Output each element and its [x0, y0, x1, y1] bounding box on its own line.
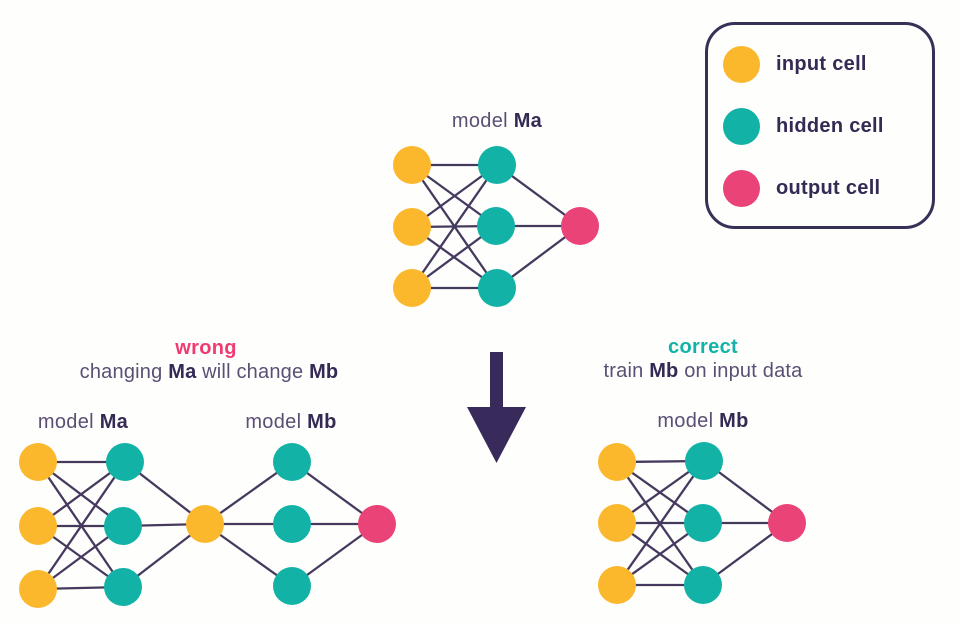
legend-label-hidden: hidden cell: [776, 115, 884, 137]
input-cell-icon: [723, 46, 760, 83]
text-run-bold: Mb: [649, 360, 679, 382]
network-node-hidden: [106, 443, 144, 481]
text-run: changing: [79, 361, 169, 383]
network-node-hidden: [273, 443, 311, 481]
text-run-bold: Mb: [719, 410, 749, 432]
legend-item-hidden: hidden cell: [723, 108, 932, 145]
correct-model-mb-label: model Mb: [657, 410, 748, 433]
legend-box: input cell hidden cell output cell: [705, 22, 935, 229]
network-node-hidden: [104, 507, 142, 545]
text-run-bold: Mb: [307, 411, 337, 433]
network-edge: [411, 164, 498, 289]
network-node-input: [598, 566, 636, 604]
network-node-input: [19, 443, 57, 481]
network-node-output: [561, 207, 599, 245]
wrong-model-ma-label: model Ma: [38, 411, 128, 434]
network-node-input: [393, 146, 431, 184]
text-run-bold: Ma: [99, 411, 129, 433]
legend-label-output: output cell: [776, 177, 881, 199]
network-wrong-chained: [19, 443, 396, 608]
network-node-output: [358, 505, 396, 543]
legend-item-output: output cell: [723, 170, 932, 207]
network-edge: [37, 461, 124, 588]
network-node-hidden: [478, 146, 516, 184]
text-run-bold: Ma: [513, 110, 543, 132]
text-run: model: [37, 411, 100, 433]
network-edge: [37, 461, 126, 590]
text-run: on input data: [678, 360, 803, 382]
down-arrow-icon: [467, 352, 526, 463]
network-node-hidden: [104, 568, 142, 606]
network-node-hidden: [273, 505, 311, 543]
network-node-hidden: [684, 566, 722, 604]
text-run: model: [657, 410, 720, 432]
network-node-input: [186, 505, 224, 543]
network-node-hidden: [478, 269, 516, 307]
text-run: will change: [196, 361, 310, 383]
network-node-hidden: [273, 567, 311, 605]
wrong-heading: wrong: [175, 337, 237, 359]
legend-label-input: input cell: [776, 53, 867, 75]
down-arrow-shape: [467, 352, 526, 463]
text-run: model: [245, 411, 308, 433]
legend-item-input: input cell: [723, 46, 932, 83]
top-model-title: model Ma: [452, 110, 542, 133]
text-run: train: [603, 360, 650, 382]
network-node-input: [393, 208, 431, 246]
network-model-ma-top: [393, 146, 599, 307]
output-cell-icon: [723, 170, 760, 207]
network-node-hidden: [685, 442, 723, 480]
network-node-input: [393, 269, 431, 307]
network-node-output: [768, 504, 806, 542]
text-run-bold: Mb: [309, 361, 339, 383]
hidden-cell-icon: [723, 108, 760, 145]
text-run-bold: Ma: [168, 361, 197, 383]
correct-heading: correct: [668, 336, 738, 358]
network-node-hidden: [477, 207, 515, 245]
network-node-input: [19, 570, 57, 608]
text-run: model: [451, 110, 514, 132]
network-edge: [616, 460, 705, 586]
wrong-model-mb-label: model Mb: [245, 411, 336, 434]
network-node-hidden: [684, 504, 722, 542]
network-model-mb-correct: [598, 442, 806, 604]
network-node-input: [19, 507, 57, 545]
correct-caption: train Mb on input data: [604, 360, 803, 383]
network-node-input: [598, 443, 636, 481]
network-node-input: [598, 504, 636, 542]
wrong-caption: changing Ma will change Mb: [80, 361, 339, 384]
